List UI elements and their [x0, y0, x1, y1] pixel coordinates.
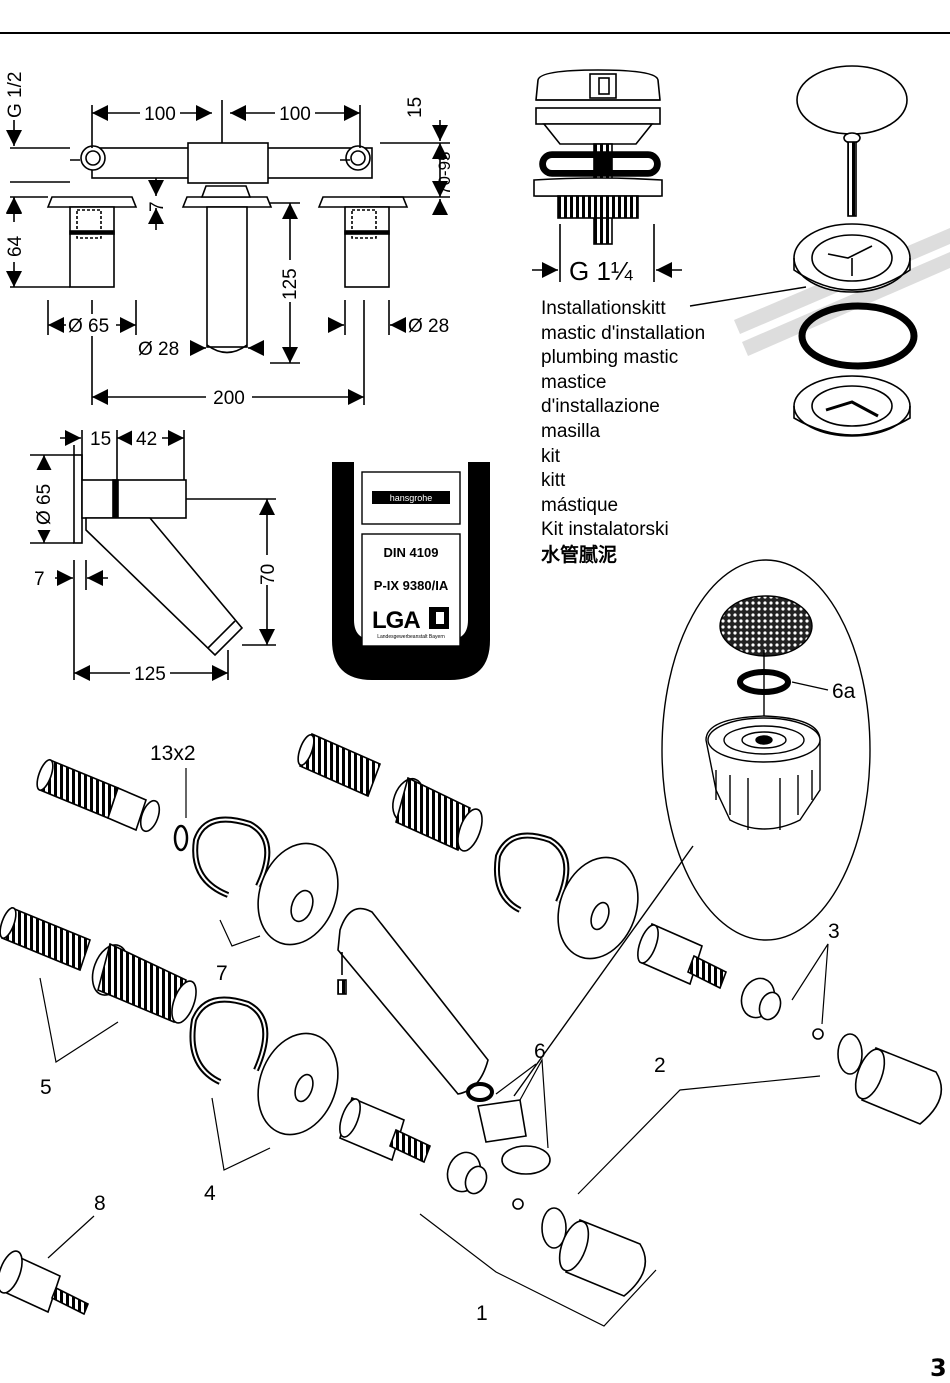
dim-dia-65: Ø 65: [68, 316, 109, 337]
dim-gap-7: 7: [147, 201, 168, 212]
plumbing-mastic-package: hansgrohe DIN 4109 P-IX 9380/IA LGA Land…: [332, 462, 490, 680]
part-13x2: 13x2: [150, 742, 196, 765]
dim-dia-28-spout: Ø 28: [138, 339, 179, 360]
part-7: 7: [216, 962, 228, 985]
part-2: 2: [654, 1054, 666, 1077]
side-dim-15: 15: [90, 429, 111, 450]
connector-lower-left: [0, 906, 197, 1024]
mastic-label: Kit instalatorski: [541, 519, 669, 541]
part-8: 8: [94, 1192, 106, 1215]
mastic-leader-line: [689, 286, 807, 307]
drain-exploded-view: [734, 65, 950, 437]
part-5: 5: [40, 1076, 52, 1099]
front-dimension-view: [5, 100, 450, 405]
part-1: 1: [476, 1302, 488, 1325]
part-number-labels: 13x2 7 5 4 8 6 6a 2 3 1: [40, 680, 856, 1325]
mastic-label: plumbing mastic: [541, 347, 679, 369]
dim-dia-28-right: Ø 28: [408, 316, 449, 337]
side-dimension-view: [30, 430, 276, 681]
part-6: 6: [534, 1040, 546, 1063]
mastic-label: masilla: [541, 420, 601, 442]
connector-upper-right: [297, 732, 483, 852]
mastic-label: Installationskitt: [541, 298, 666, 319]
dim-range-70-95: 70-95: [435, 152, 454, 195]
dim-spacing-left: 100: [144, 104, 176, 125]
mastic-label-list: Installationskitt mastic d'installation …: [541, 297, 705, 568]
drain-thread-label: G 1¼: [569, 256, 633, 286]
part-4: 4: [204, 1182, 216, 1205]
aerator-detail-oval: [513, 559, 871, 1097]
dim-overall-200: 200: [213, 388, 245, 409]
side-dim-125: 125: [134, 664, 166, 685]
mastic-label: kitt: [541, 470, 566, 492]
part-6a: 6a: [832, 680, 856, 703]
mastic-label: 水管腻泥: [541, 543, 618, 566]
dim-spout-125: 125: [280, 268, 301, 300]
package-pix: P-IX 9380/IA: [374, 578, 449, 593]
dim-thread-g-half: G 1/2: [5, 72, 26, 118]
package-lga: LGA: [372, 607, 420, 634]
mastic-label: mastice: [541, 371, 607, 393]
front-dimension-labels: 100 100 G 1/2 64 15 70-95 7 125 Ø 65 Ø 2…: [4, 72, 454, 409]
page-number: 3: [930, 1354, 947, 1382]
side-dim-42: 42: [136, 429, 157, 450]
side-dimension-labels: 15 42 Ø 65 7 70 125: [33, 428, 279, 685]
mastic-label: mastic d'installation: [541, 322, 706, 344]
package-din: DIN 4109: [384, 545, 439, 560]
mastic-label: mástique: [541, 494, 619, 516]
side-dim-7: 7: [34, 569, 45, 590]
package-lga-sub: Landesgewerbeanstalt Bayern: [377, 634, 445, 640]
mastic-label: d'installazione: [541, 396, 660, 418]
dim-body-64: 64: [5, 235, 26, 257]
dim-spacing-right: 100: [279, 104, 311, 125]
side-dim-70: 70: [258, 564, 279, 585]
exploded-parts: [0, 732, 943, 1327]
mastic-label: kit: [541, 445, 560, 467]
side-dim-dia65: Ø 65: [34, 484, 55, 525]
pop-up-drain-view: [532, 69, 682, 282]
package-brand: hansgrohe: [390, 493, 433, 503]
dim-top-15: 15: [405, 97, 426, 118]
connector-upper-left: [36, 758, 189, 852]
part-3: 3: [828, 920, 840, 943]
